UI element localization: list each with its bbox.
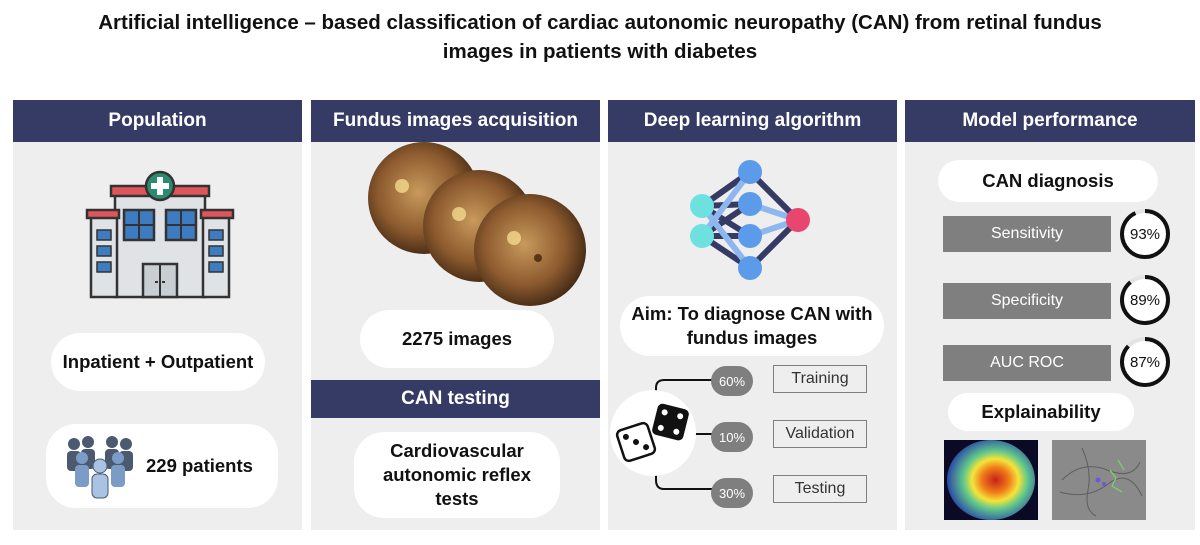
images-count-pill: 2275 images [360, 310, 554, 368]
sensitivity-ring [1120, 209, 1170, 259]
performance-panel: Model performance CAN diagnosis Sensitiv… [905, 100, 1195, 530]
explainability-text: Explainability [981, 401, 1101, 422]
can-diagnosis-pill: CAN diagnosis [938, 160, 1158, 202]
training-label: Training [773, 365, 867, 393]
validation-label: Validation [773, 420, 867, 448]
heatmap-image [944, 440, 1038, 520]
auc-roc-label: AUC ROC [943, 345, 1111, 381]
patients-pill: 229 patients [46, 424, 278, 508]
population-panel: Population Inpatient + Outpatient [13, 100, 302, 530]
gradient-map-image [1052, 440, 1146, 520]
specificity-ring [1120, 275, 1170, 325]
acquisition-header: Fundus images acquisition [311, 100, 600, 142]
testing-percent: 30% [711, 478, 753, 508]
ring-arc [1120, 275, 1170, 325]
population-header: Population [13, 100, 302, 142]
validation-percent: 10% [711, 422, 753, 452]
explainability-pill: Explainability [948, 393, 1134, 431]
setting-text: Inpatient + Outpatient [62, 351, 254, 372]
specificity-label: Specificity [943, 283, 1111, 319]
can-testing-header: CAN testing [311, 380, 600, 418]
aim-line-2: fundus images [686, 327, 818, 348]
ring-arc [1120, 209, 1170, 259]
images-count-text: 2275 images [401, 328, 513, 349]
fundus-images [368, 142, 586, 306]
neural-network-icon [690, 160, 810, 280]
performance-header: Model performance [905, 100, 1195, 142]
auc-roc-value: 87% [1129, 353, 1161, 371]
reflex-tests-pill: Cardiovascular autonomic reflex tests [354, 432, 560, 518]
algorithm-header: Deep learning algorithm [608, 100, 897, 142]
sensitivity-label: Sensitivity [943, 216, 1111, 252]
acquisition-panel: Fundus images acquisition 2275 images CA… [311, 100, 600, 530]
auc-roc-ring [1120, 337, 1170, 387]
patients-text: 229 patients [146, 455, 253, 476]
title-line-2: images in patients with diabetes [442, 40, 758, 63]
hospital-icon [85, 170, 235, 299]
reflex-tests-line-2: autonomic reflex [382, 464, 532, 485]
page-title: Artificial intelligence – based classifi… [0, 8, 1200, 66]
ring-arc [1120, 337, 1170, 387]
aim-line-1: Aim: To diagnose CAN with [631, 303, 873, 324]
dice-icon [615, 403, 689, 463]
training-percent: 60% [711, 366, 753, 396]
sensitivity-value: 93% [1129, 225, 1161, 243]
title-line-1: Artificial intelligence – based classifi… [98, 11, 1102, 34]
reflex-tests-line-3: tests [435, 488, 479, 509]
algorithm-panel: Deep learning algorithm Aim: To diagnose… [608, 100, 897, 530]
dice-circle [610, 390, 696, 476]
setting-pill: Inpatient + Outpatient [51, 333, 265, 391]
specificity-value: 89% [1129, 291, 1161, 309]
can-diagnosis-text: CAN diagnosis [982, 170, 1114, 191]
people-group-icon [67, 436, 133, 499]
reflex-tests-line-1: Cardiovascular [390, 440, 524, 461]
testing-label: Testing [773, 475, 867, 503]
aim-pill: Aim: To diagnose CAN with fundus images [620, 296, 884, 356]
